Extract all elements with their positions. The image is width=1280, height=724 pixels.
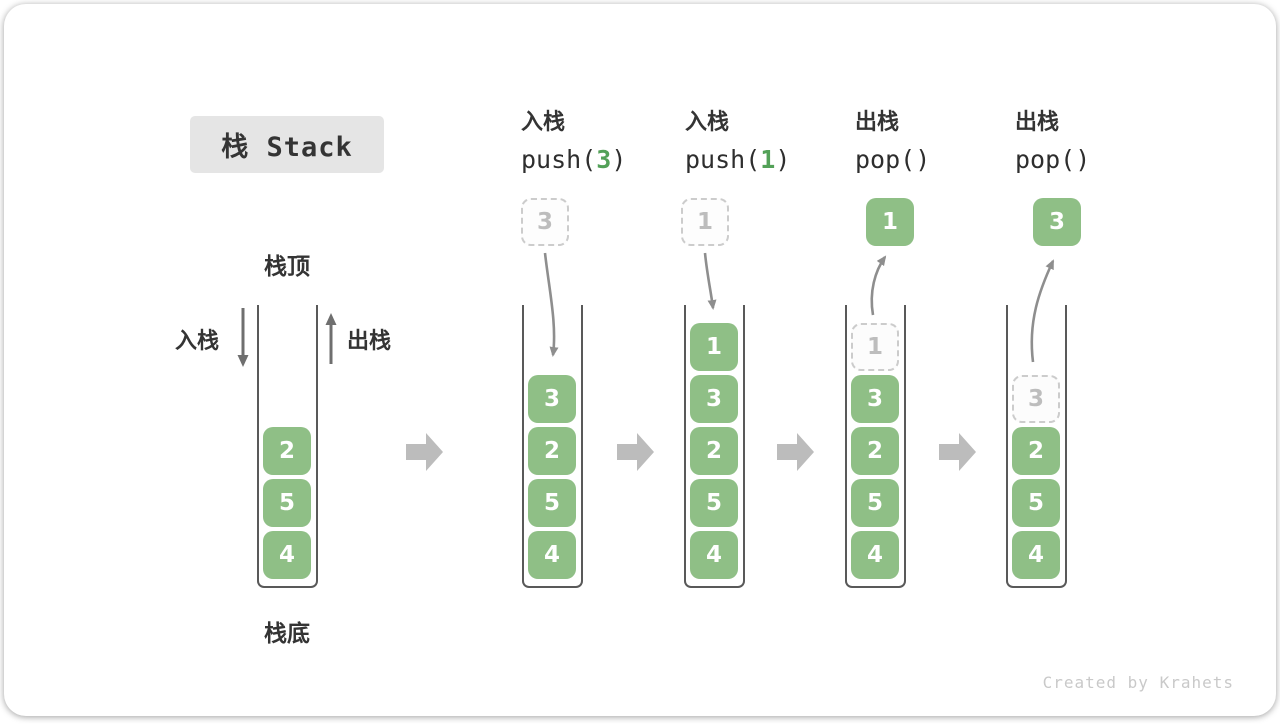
pop-side-label: 出栈 bbox=[347, 329, 392, 354]
op-header-pop-1: 出栈 pop() bbox=[855, 109, 930, 175]
step-arrow-icon bbox=[406, 433, 443, 471]
moving-value-box: 3 bbox=[1033, 198, 1081, 246]
ghost-cell: 1 bbox=[851, 323, 899, 371]
watermark: Created by Krahets bbox=[1042, 673, 1234, 692]
op-call-pre: pop( bbox=[1015, 145, 1076, 174]
push-side-label: 入栈 bbox=[175, 329, 220, 354]
stack-cell: 4 bbox=[851, 531, 899, 579]
moving-value-box: 1 bbox=[866, 198, 914, 246]
op-call: push(3) bbox=[521, 145, 626, 175]
op-call-post: ) bbox=[775, 145, 791, 174]
stack-cell: 5 bbox=[528, 479, 576, 527]
stack-top-label: 栈顶 bbox=[264, 254, 310, 280]
op-header-pop-3: 出栈 pop() bbox=[1015, 109, 1090, 175]
op-header-push-3: 入栈 push(3) bbox=[521, 109, 626, 175]
op-call: pop() bbox=[1015, 145, 1090, 175]
stack-cell: 4 bbox=[263, 531, 311, 579]
stack-bottom-label: 栈底 bbox=[264, 621, 310, 647]
op-name: 出栈 bbox=[855, 110, 900, 135]
stack-cell: 5 bbox=[263, 479, 311, 527]
op-call-pre: pop( bbox=[855, 145, 916, 174]
stack-container-push-3 bbox=[522, 305, 583, 588]
push-1-motion-arrow-icon bbox=[703, 252, 717, 310]
diagram-card: 栈 Stack 栈顶 入栈 出栈 2 5 4 栈底 入栈 push(3) 3 3… bbox=[4, 4, 1276, 716]
ghost-cell: 3 bbox=[1012, 375, 1060, 423]
stack-cell: 2 bbox=[690, 427, 738, 475]
stack-container-pop-3 bbox=[1006, 305, 1067, 588]
step-arrow-icon bbox=[939, 433, 976, 471]
stack-cell: 4 bbox=[690, 531, 738, 579]
stack-cell: 4 bbox=[1012, 531, 1060, 579]
op-call-arg: 3 bbox=[596, 145, 612, 174]
op-call-post: ) bbox=[611, 145, 627, 174]
stack-cell: 2 bbox=[528, 427, 576, 475]
op-call-post: ) bbox=[915, 145, 931, 174]
stack-cell: 2 bbox=[1012, 427, 1060, 475]
op-name: 出栈 bbox=[1015, 110, 1060, 135]
stack-cell: 2 bbox=[851, 427, 899, 475]
op-call: pop() bbox=[855, 145, 930, 175]
diagram-title-text: 栈 Stack bbox=[221, 132, 353, 163]
op-call: push(1) bbox=[685, 145, 790, 175]
op-call-pre: push( bbox=[521, 145, 597, 174]
stack-cell: 3 bbox=[690, 375, 738, 423]
stack-cell: 5 bbox=[851, 479, 899, 527]
step-arrow-icon bbox=[617, 433, 654, 471]
op-call-post: ) bbox=[1075, 145, 1091, 174]
stack-container-push-1 bbox=[684, 305, 745, 588]
moving-value-box: 1 bbox=[681, 198, 729, 246]
stack-cell: 2 bbox=[263, 427, 311, 475]
stack-cell: 4 bbox=[528, 531, 576, 579]
op-call-arg: 1 bbox=[760, 145, 776, 174]
op-header-push-1: 入栈 push(1) bbox=[685, 109, 790, 175]
moving-value-box: 3 bbox=[521, 198, 569, 246]
stack-diagram: 栈 Stack 栈顶 入栈 出栈 2 5 4 栈底 入栈 push(3) 3 3… bbox=[4, 4, 1276, 716]
stack-cell: 3 bbox=[528, 375, 576, 423]
stack-cell: 5 bbox=[690, 479, 738, 527]
op-name: 入栈 bbox=[685, 110, 730, 135]
stack-container-pop-1 bbox=[845, 305, 906, 588]
stack-cell: 5 bbox=[1012, 479, 1060, 527]
op-name: 入栈 bbox=[521, 110, 566, 135]
op-call-pre: push( bbox=[685, 145, 761, 174]
stack-cell: 3 bbox=[851, 375, 899, 423]
step-arrow-icon bbox=[777, 433, 814, 471]
stack-container-initial bbox=[257, 305, 318, 588]
stack-cell: 1 bbox=[690, 323, 738, 371]
diagram-title: 栈 Stack bbox=[190, 116, 384, 173]
